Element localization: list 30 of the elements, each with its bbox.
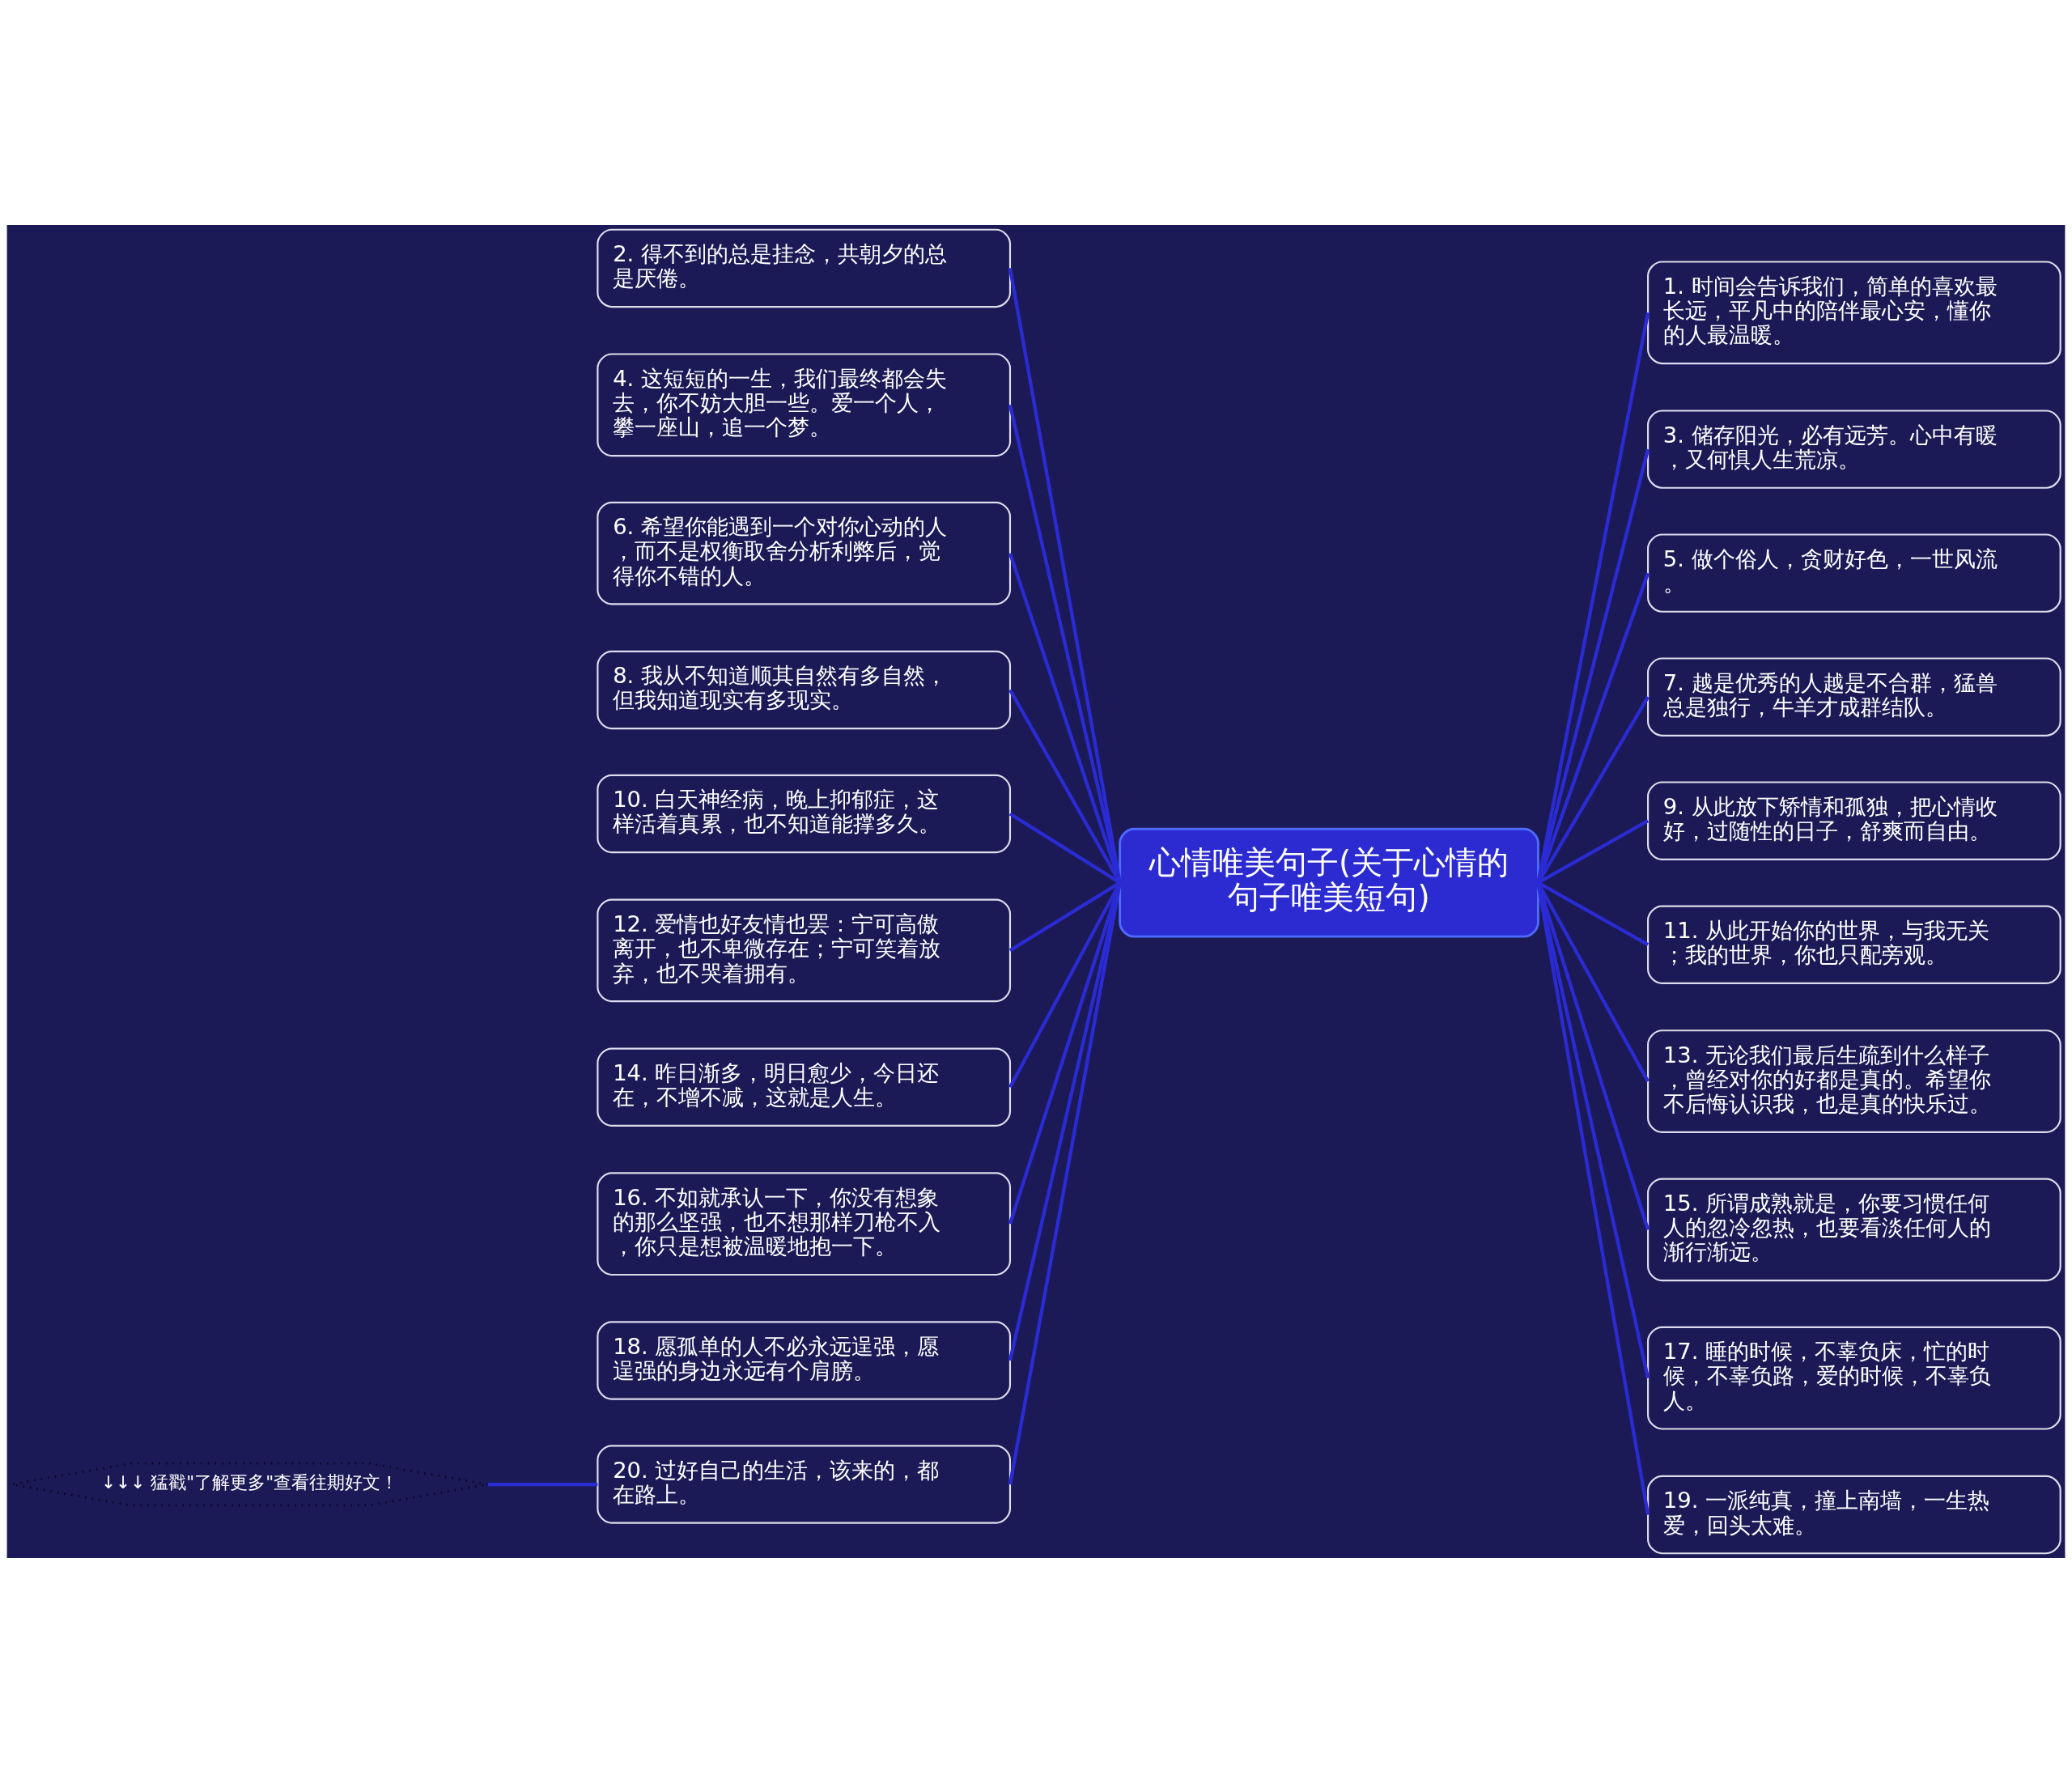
node-box: 15. 所谓成熟就是，你要习惯任何人的忽冷忽热，也要看淡任何人的渐行渐远。 <box>1647 1178 2061 1282</box>
connector <box>1008 404 1122 884</box>
node-box: 4. 这短短的一生，我们最终都会失去，你不妨大胆一些。爱一个人，攀一座山，追一个梦。 <box>597 353 1012 457</box>
node-box: 心情唯美句子(关于心情的句子唯美短句) <box>1119 827 1539 938</box>
connector <box>1008 882 1122 1485</box>
node-box: 5. 做个俗人，贪财好色，一世风流。 <box>1647 533 2061 613</box>
node-box: 11. 从此开始你的世界，与我无关；我的世界，你也只配旁观。 <box>1647 905 2061 984</box>
node-box: 17. 睡的时候，不辜负床，忙的时候，不辜负路，爱的时候，不辜负人。 <box>1647 1326 2061 1430</box>
node-box: 14. 昨日渐多，明日愈少，今日还在，不增不减，这就是人生。 <box>597 1047 1012 1127</box>
node-box: 19. 一派纯真，撞上南墙，一生热爱，回头太难。 <box>1647 1475 2061 1555</box>
connector <box>1536 312 1650 884</box>
node-box: 10. 白天神经病，晚上抑郁症，这样活着真累，也不知道能撑多久。 <box>597 774 1012 854</box>
node-box: 12. 爱情也好友情也罢：宁可高傲离开，也不卑微存在；宁可笑着放弃，也不哭着拥有。 <box>597 898 1012 1003</box>
connector <box>1536 882 1650 1379</box>
node-box: 6. 希望你能遇到一个对你心动的人，而不是权衡取舍分析利弊后，觉得你不错的人。 <box>597 501 1012 605</box>
node-box: 9. 从此放下矫情和孤独，把心情收好，过随性的日子，舒爽而自由。 <box>1647 781 2061 860</box>
connector <box>1536 882 1650 1515</box>
connector <box>1536 448 1650 884</box>
node-box: 20. 过好自己的生活，该来的，都在路上。 <box>597 1445 1012 1524</box>
node-box: 2. 得不到的总是挂念，共朝夕的总是厌倦。 <box>597 228 1012 308</box>
node-box: 3. 储存阳光，必有远芳。心中有暖，又何惧人生荒凉。 <box>1647 410 2061 489</box>
connector <box>1008 268 1122 884</box>
node-box: 8. 我从不知道顺其自然有多自然，但我知道现实有多现实。 <box>597 650 1012 730</box>
connector <box>1008 882 1122 1361</box>
connector <box>487 1482 598 1487</box>
node-box: 7. 越是优秀的人越是不合群，猛兽总是独行，牛羊才成群结队。 <box>1647 657 2061 737</box>
node-box: 18. 愿孤单的人不必永远逞强，愿逞强的身边永远有个肩膀。 <box>597 1321 1012 1400</box>
node-box: 1. 时间会告诉我们，简单的喜欢最长远，平凡中的陪伴最心安，懂你的人最温暖。 <box>1647 261 2061 365</box>
node-box: 16. 不如就承认一下，你没有想象的那么坚强，也不想那样刀枪不入，你只是想被温暖地抱一下。 <box>597 1172 1012 1276</box>
node-box: 13. 无论我们最后生疏到什么样子，曾经对你的好都是真的。希望你不后悔认识我，也是真的快乐过。 <box>1647 1029 2061 1133</box>
